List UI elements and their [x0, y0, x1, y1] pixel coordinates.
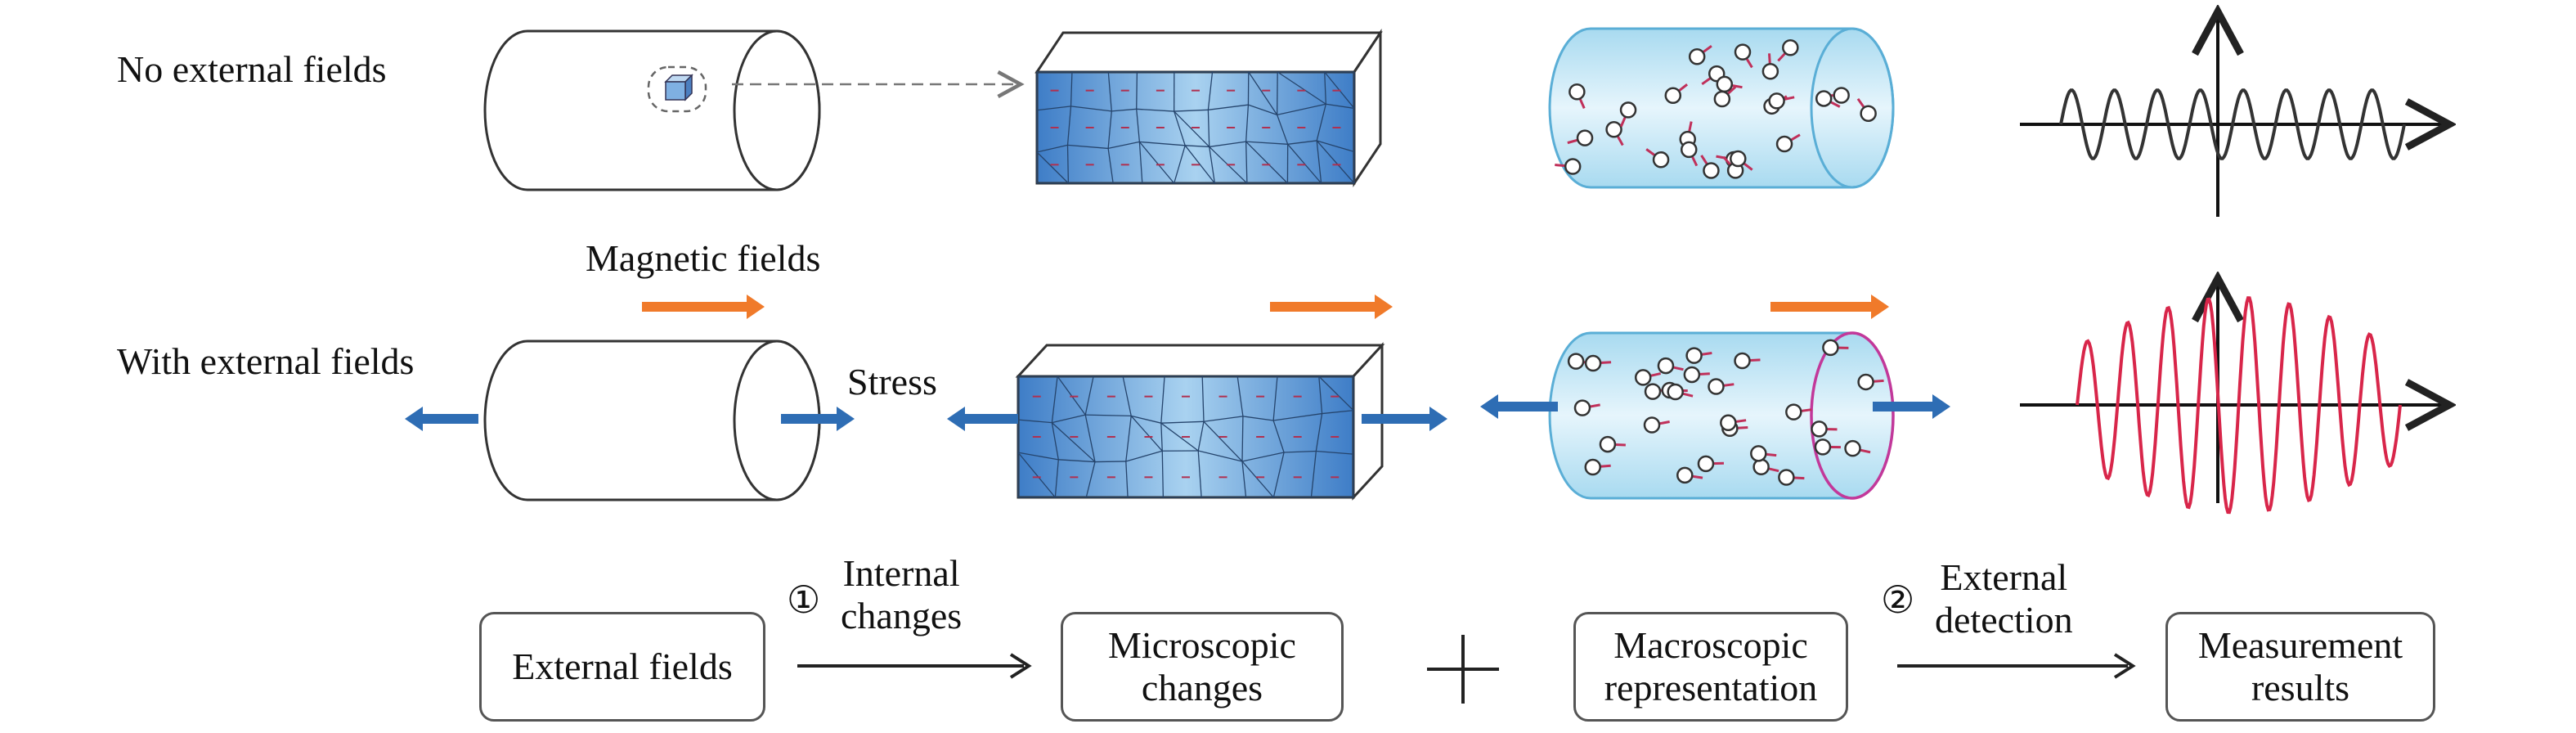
step-2-number: ②	[1881, 579, 1915, 621]
step-1-line2: changes	[841, 595, 963, 636]
box-measurement-line1: Measurement	[2197, 624, 2403, 666]
step-1-label: Internal changes	[841, 552, 962, 637]
box-microscopic-line2: changes	[1141, 667, 1263, 708]
flow-arrow-2	[1897, 653, 2136, 679]
box-external-fields: External fields	[479, 612, 765, 722]
box-microscopic-line1: Microscopic	[1108, 624, 1296, 666]
step-1-number: ①	[787, 579, 821, 621]
box-measurement-line2: results	[2251, 667, 2350, 708]
box-measurement-results: Measurement results	[2165, 612, 2435, 722]
plus-sign	[1427, 635, 1499, 704]
step-2-line1: External	[1940, 556, 2068, 598]
flow-arrow-1	[797, 653, 1032, 679]
signal-plot-normal	[2020, 11, 2449, 217]
stress-arrow-2	[781, 407, 855, 431]
label-with-external-fields: With external fields	[117, 340, 415, 382]
spin-tube-top	[1548, 27, 1895, 189]
stress-arrow-4	[1362, 407, 1447, 431]
magnetic-arrow-2	[1270, 295, 1393, 319]
stress-arrow-5	[1480, 394, 1558, 419]
step-2-label: External detection	[1935, 556, 2073, 641]
signal-plot-stressed	[2020, 278, 2449, 515]
step-2-line2: detection	[1935, 599, 2073, 641]
domain-block-top	[1034, 29, 1383, 187]
plain-cylinder-bottom	[483, 340, 821, 501]
label-magnetic-fields: Magnetic fields	[586, 237, 821, 279]
stress-arrow-3	[947, 407, 1018, 431]
box-microscopic-changes: Microscopic changes	[1061, 612, 1344, 722]
box-macroscopic-representation: Macroscopic representation	[1573, 612, 1848, 722]
stress-arrow-6	[1873, 394, 1950, 419]
label-no-external-fields: No external fields	[117, 48, 387, 90]
box-external-fields-text: External fields	[512, 645, 733, 687]
label-stress: Stress	[847, 361, 937, 402]
sample-cube	[664, 74, 693, 101]
spin-tube-bottom	[1548, 331, 1895, 500]
magnetic-arrow-1	[642, 295, 765, 319]
box-macroscopic-line1: Macroscopic	[1613, 624, 1808, 666]
magnetic-arrow-3	[1770, 295, 1889, 319]
stress-arrow-1	[405, 407, 478, 431]
domain-block-bottom	[1015, 342, 1385, 501]
plain-cylinder-top	[483, 29, 1025, 191]
box-macroscopic-line2: representation	[1604, 667, 1818, 708]
step-1-line1: Internal	[842, 552, 960, 594]
